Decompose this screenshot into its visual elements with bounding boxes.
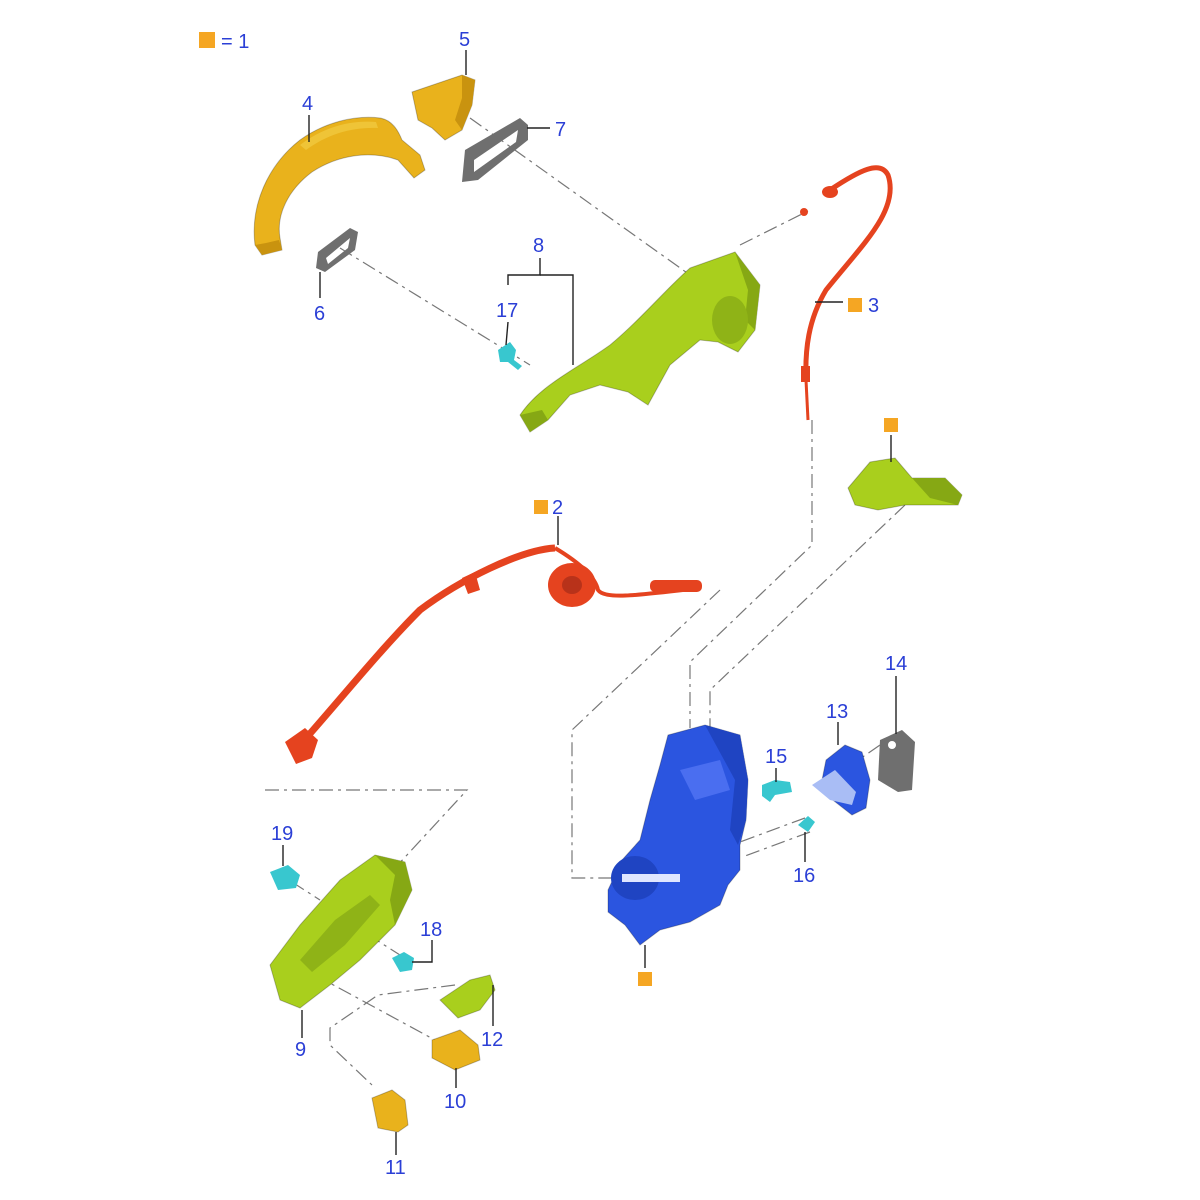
callout-16: 16 bbox=[793, 865, 815, 887]
part-15-clip bbox=[762, 780, 792, 802]
callout-9: 9 bbox=[295, 1039, 306, 1061]
part-10-block bbox=[431, 1029, 481, 1071]
callout-19: 19 bbox=[271, 823, 293, 845]
part-4-outside-handle bbox=[253, 116, 426, 256]
part-11-block bbox=[371, 1089, 409, 1133]
part-5-handle-cap bbox=[411, 74, 476, 141]
callout-3: 3 bbox=[868, 295, 879, 317]
callout-14: 14 bbox=[885, 653, 907, 675]
part-2-cable bbox=[285, 544, 702, 764]
callout-17: 17 bbox=[496, 300, 518, 322]
legend-text: = 1 bbox=[221, 31, 249, 53]
callout-8: 8 bbox=[533, 235, 544, 257]
part-3-cable bbox=[800, 165, 893, 421]
kit-marker-2 bbox=[534, 500, 548, 514]
part-door-latch bbox=[607, 724, 749, 946]
part-16-clip bbox=[798, 816, 815, 832]
callout-10: 10 bbox=[444, 1091, 466, 1113]
leader-lines bbox=[282, 50, 897, 1155]
callout-5: 5 bbox=[459, 29, 470, 51]
part-12-bracket bbox=[439, 974, 496, 1019]
legend-kit-marker bbox=[199, 32, 215, 48]
callout-18: 18 bbox=[420, 919, 442, 941]
callout-4: 4 bbox=[302, 93, 313, 115]
callout-7: 7 bbox=[555, 119, 566, 141]
part-17-clip bbox=[498, 342, 522, 370]
legend: = 1 bbox=[199, 31, 249, 53]
callout-2: 2 bbox=[552, 497, 563, 519]
part-18-clip bbox=[392, 952, 414, 972]
callout-6: 6 bbox=[314, 303, 325, 325]
part-7-gasket bbox=[462, 118, 528, 182]
part-19-clip bbox=[270, 865, 300, 890]
part-13-latch-plate bbox=[812, 744, 871, 816]
callout-15: 15 bbox=[765, 746, 787, 768]
part-8-handle-bracket bbox=[519, 251, 761, 433]
kit-marker-bracket-top-right bbox=[884, 418, 898, 432]
callout-labels: 2 3 4 5 6 7 8 9 10 11 12 13 14 15 16 17 … bbox=[271, 29, 907, 1179]
kit-marker-3 bbox=[848, 298, 862, 312]
callout-13: 13 bbox=[826, 701, 848, 723]
part-9-inside-handle bbox=[269, 854, 413, 1009]
kit-marker-latch-bottom bbox=[638, 972, 652, 986]
part-bracket-top-right bbox=[847, 457, 963, 511]
callout-11: 11 bbox=[385, 1157, 406, 1179]
callout-12: 12 bbox=[481, 1029, 503, 1051]
kit-markers bbox=[534, 298, 898, 986]
part-14-gasket bbox=[878, 730, 915, 792]
part-6-gasket bbox=[316, 228, 358, 272]
